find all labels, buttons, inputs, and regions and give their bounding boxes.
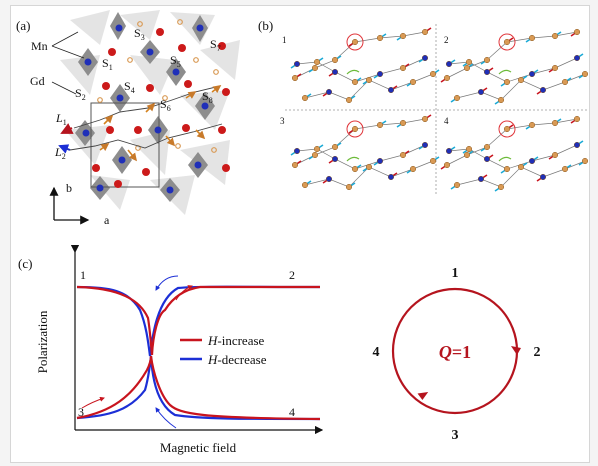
state-2-label: 2 bbox=[444, 35, 449, 45]
panel-a-label: (a) bbox=[16, 18, 30, 33]
bond-l2: L2 bbox=[54, 145, 66, 161]
hysteresis-4: 4 bbox=[289, 405, 295, 419]
spin-configurations bbox=[290, 27, 589, 192]
spin-state-2 bbox=[440, 28, 589, 105]
panel-c: (c) Polarization Magnetic field 1 2 3 4 bbox=[18, 244, 541, 455]
a-axis-label: a bbox=[104, 213, 110, 227]
site-s5: S5 bbox=[170, 53, 181, 69]
cycle-3: 3 bbox=[452, 428, 459, 443]
bond-l1: L1 bbox=[55, 111, 67, 127]
hysteresis-2: 2 bbox=[289, 268, 295, 282]
q-equals-one: Q=1 bbox=[439, 342, 471, 362]
x-axis-label: Magnetic field bbox=[160, 440, 237, 455]
hysteresis-3: 3 bbox=[78, 405, 84, 419]
site-s6: S6 bbox=[160, 97, 171, 113]
y-axis-label: Polarization bbox=[35, 310, 50, 373]
crystal-structure bbox=[58, 10, 240, 215]
cycle-4: 4 bbox=[373, 345, 380, 360]
cycle-1: 1 bbox=[452, 266, 459, 281]
site-s7: S7 bbox=[210, 37, 221, 53]
legend-h-increase: H-increase bbox=[207, 333, 265, 348]
site-s2: S2 bbox=[75, 86, 86, 102]
q-cycle-diagram: 1 2 3 4 Q=1 bbox=[373, 266, 541, 443]
site-s3: S3 bbox=[134, 26, 145, 42]
site-s1: S1 bbox=[102, 56, 113, 72]
gd-label: Gd bbox=[30, 74, 45, 88]
site-s4: S4 bbox=[124, 79, 135, 95]
panel-c-label: (c) bbox=[18, 256, 32, 271]
cycle-2: 2 bbox=[534, 345, 541, 360]
legend-h-decrease: H-decrease bbox=[207, 352, 267, 367]
spin-state-3 bbox=[290, 114, 440, 191]
spin-state-1 bbox=[290, 27, 440, 104]
state-3-label: 3 bbox=[280, 116, 285, 126]
state-4-label: 4 bbox=[444, 116, 449, 126]
hysteresis-curves bbox=[76, 285, 321, 421]
site-s8: S8 bbox=[202, 89, 213, 105]
legend: H-increase H-decrease bbox=[180, 333, 267, 367]
panel-a: (a) bbox=[16, 10, 240, 227]
panel-b: (b) 1 2 3 4 bbox=[258, 18, 589, 196]
figure-frame bbox=[10, 5, 590, 463]
mn-label: Mn bbox=[31, 39, 48, 53]
panel-b-label: (b) bbox=[258, 18, 273, 33]
spin-state-4 bbox=[440, 115, 589, 192]
hysteresis-1: 1 bbox=[80, 268, 86, 282]
b-axis-label: b bbox=[66, 181, 72, 195]
state-1-label: 1 bbox=[282, 35, 287, 45]
